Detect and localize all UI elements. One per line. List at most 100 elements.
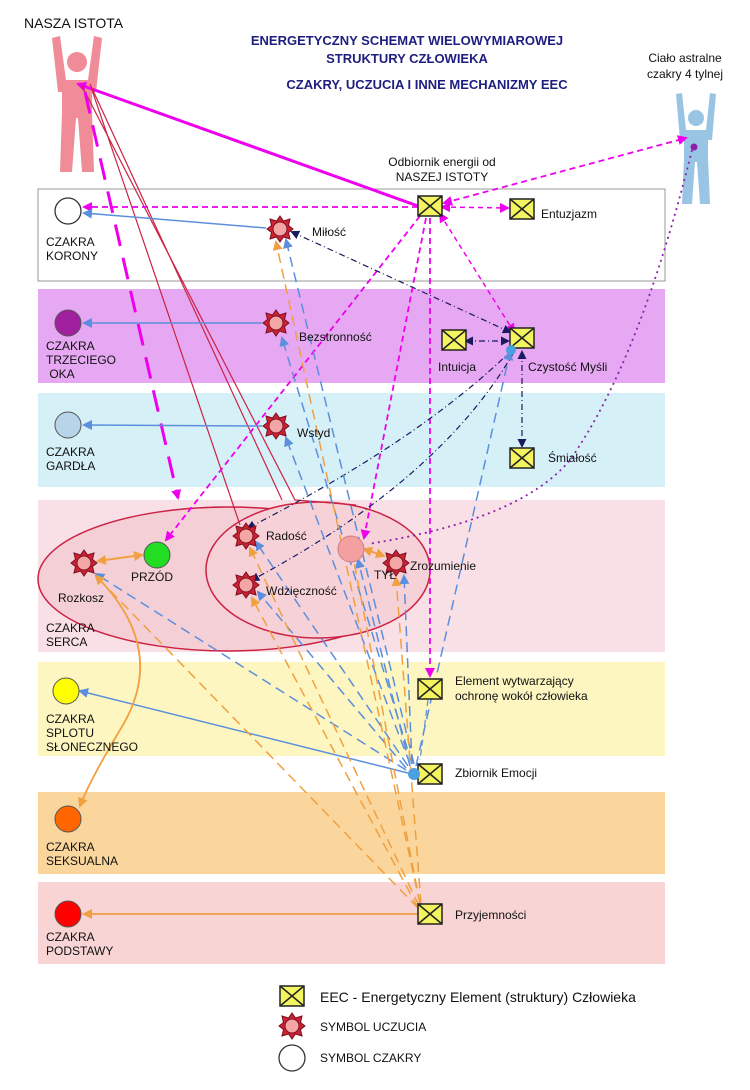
legend: EEC - Energetyczny Element (struktury) C…	[278, 985, 636, 1072]
link-odbiornik-przod	[164, 215, 421, 542]
legend-eec-label: EEC - Energetyczny Element (struktury) C…	[320, 989, 636, 1005]
odbiornik-label-2: NASZEJ ISTOTY	[396, 170, 488, 184]
link-zbiornik-radosc	[254, 540, 409, 767]
milosc-label: Miłość	[312, 225, 346, 239]
przyjemnosci-label: Przyjemności	[455, 908, 526, 922]
link-przyj-rozkosz	[94, 574, 419, 909]
eec-ochrona-icon	[417, 678, 443, 700]
ochrona-label-2: ochronę wokół człowieka	[455, 689, 588, 703]
solar-chakra-icon	[52, 677, 80, 705]
feeling-rozkosz-icon	[70, 549, 98, 577]
human-figure-icon	[52, 36, 102, 172]
link-przyj-tyl	[353, 561, 421, 905]
link-crimson-radosc	[91, 89, 241, 526]
sexual-chakra-icon	[54, 805, 82, 833]
link-przyj-milosc	[272, 240, 421, 905]
link-zbiornik-milosc	[283, 238, 415, 765]
crown-chakra-icon	[54, 197, 82, 225]
feeling-wstyd-icon	[262, 412, 290, 440]
ochrona-label-1: Element wytwarzający	[455, 674, 574, 688]
connectors	[76, 81, 693, 919]
bezstronnosc-label: Bezstronność	[299, 330, 372, 344]
link-czystosc-wdziecznosc	[250, 351, 515, 581]
eec-smialosc-icon	[509, 447, 535, 469]
entuzjazm-label: Entuzjazm	[541, 207, 597, 221]
radosc-label: Radość	[266, 529, 307, 543]
link-ochrona-zbiornik	[419, 699, 429, 761]
link-milosc-czystosc	[290, 230, 512, 334]
eec-odbiornik-icon	[417, 195, 443, 217]
link-przyj-zrozumienie	[391, 576, 422, 905]
czystosc-node-dot	[506, 345, 516, 355]
link-tyl-zrozumienie	[362, 546, 386, 559]
eec-entuzjazm-icon	[509, 198, 535, 220]
legend-feeling-label: SYMBOL UCZUCIA	[320, 1020, 426, 1034]
human-label: NASZA ISTOTA	[24, 15, 124, 31]
title-line-1: ENERGETYCZNY SCHEMAT WIELOWYMIAROWEJ	[251, 33, 563, 48]
astral-heart-point	[690, 143, 698, 151]
tyl-label: TYŁ	[374, 568, 396, 582]
legend-chakra-label: SYMBOL CZAKRY	[320, 1051, 421, 1065]
zrozumienie-label: Zrozumienie	[410, 559, 476, 573]
heart-front-chakra-icon	[143, 541, 171, 569]
title-line-2: STRUKTURY CZŁOWIEKA	[326, 51, 488, 66]
link-wstyd-throat	[82, 420, 263, 431]
feeling-bezstronnosc-icon	[262, 309, 290, 337]
heart-back-chakra-icon	[337, 535, 365, 563]
link-zbiornik-bezstronnosc	[279, 336, 413, 765]
wdziecznosc-label: Wdzięczność	[266, 584, 337, 598]
link-zbiornik-wdziecznosc	[256, 590, 407, 769]
link-crimson-double-b	[89, 83, 283, 501]
link-przyj-wdziecznosc	[251, 596, 419, 909]
link-rozkosz-sexual	[78, 574, 141, 808]
zbiornik-node-dot	[408, 768, 420, 780]
zbiornik-label: Zbiornik Emocji	[455, 766, 537, 780]
link-odbiornik-human	[76, 81, 419, 208]
rozkosz-label: Rozkosz	[58, 591, 104, 605]
link-zbiornik-rozkosz	[94, 572, 407, 771]
eec-zbiornik-icon	[417, 763, 443, 785]
feeling-milosc-icon	[266, 215, 294, 243]
wstyd-label: Wstyd	[297, 426, 330, 440]
czystosc-label: Czystość Myśli	[528, 360, 607, 374]
feeling-radosc-icon	[232, 522, 260, 550]
link-odbiornik-astral	[442, 135, 688, 206]
legend-feeling-icon	[278, 1012, 306, 1040]
band-sexual	[38, 792, 665, 874]
link-czystosc-radosc	[246, 349, 513, 529]
band-crown	[37, 188, 666, 282]
link-milosc-crown	[82, 208, 267, 229]
link-odbiornik-entuzjazm	[440, 202, 510, 213]
link-rozkosz-przod	[96, 551, 144, 565]
feeling-wdziecznosc-icon	[232, 571, 260, 599]
third-eye-chakra-icon	[54, 309, 82, 337]
link-przyj-radosc	[248, 546, 420, 907]
legend-chakra-icon	[278, 1044, 306, 1072]
eec-czystosc-icon	[509, 327, 535, 349]
legend-eec-icon	[279, 985, 305, 1007]
link-zbiornik-solar	[78, 688, 409, 774]
intuicja-label: Intuicja	[438, 360, 476, 374]
band-root	[38, 882, 665, 964]
chakra-circles	[52, 197, 365, 928]
link-zbiornik-tyl	[355, 558, 411, 767]
title-line-3: CZAKRY, UCZUCIA I INNE MECHANIZMY EEC	[286, 77, 568, 92]
band-solar	[38, 662, 665, 756]
band-throat	[38, 393, 665, 487]
link-crimson-double-a	[81, 85, 357, 506]
link-zbiornik-wstyd	[284, 436, 411, 765]
link-human-przod	[83, 91, 182, 500]
przod-label: PRZÓD	[131, 569, 173, 584]
link-astral-tyl	[367, 149, 693, 545]
throat-chakra-icon	[54, 411, 82, 439]
root-chakra-icon	[54, 900, 82, 928]
eec-przyjemnosci-icon	[417, 903, 443, 925]
eec-intuicja-icon	[441, 329, 467, 351]
